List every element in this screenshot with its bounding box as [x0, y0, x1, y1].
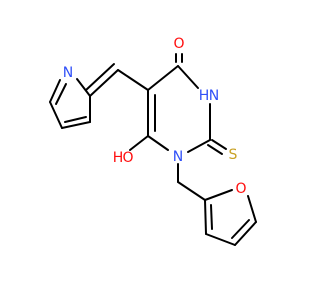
bond-ch2-furan — [177, 181, 206, 201]
atom-N3: N — [209, 88, 219, 104]
atom-S-thione: S — [229, 147, 238, 163]
bond-c4-c5 — [147, 65, 179, 91]
bond-n1-c6 — [147, 135, 169, 151]
atom-O-furan: O — [235, 181, 246, 197]
atom-N-pyrrole: N — [63, 65, 73, 81]
bond-furan-c5-c4 — [234, 221, 257, 246]
atom-N1: N — [173, 149, 183, 165]
bond-pyr-c4-c3-double — [64, 116, 87, 123]
bond-furan-c4-c3 — [205, 233, 236, 246]
bond-c2-s — [211, 139, 227, 150]
bond-c6-oh — [129, 135, 149, 151]
bond-pyr-c4-c3 — [61, 121, 91, 129]
bond-c2-s-double — [207, 144, 223, 155]
atom-H-on-N3: H — [199, 88, 210, 104]
bond-furan-c5-c4-double — [231, 219, 250, 239]
bond-furan-c3-c2 — [204, 199, 207, 235]
atom-H-hydroxy: H — [113, 150, 124, 166]
bonds — [49, 53, 257, 246]
bond-c5-ch — [117, 69, 149, 91]
atom-O-hydroxy: O — [122, 150, 133, 166]
bond-ch-pyrrole-double — [85, 63, 115, 91]
molecule-structure-diagram: O H N S N O H N O — [49, 36, 257, 246]
atom-labels: O H N S N O H N O — [63, 36, 247, 197]
bond-pyr-n-c5-double — [55, 83, 67, 105]
bond-pyr-c2-n — [76, 78, 91, 97]
bond-c4-n3 — [177, 65, 199, 89]
atom-O-carbonyl: O — [173, 36, 184, 52]
bond-furan-c3-c2-double — [210, 204, 213, 230]
bond-furan-o-c5 — [247, 195, 257, 223]
bond-ch-pyrrole — [89, 69, 119, 97]
bond-pyr-c5-c4 — [49, 101, 63, 129]
bond-c2-n1 — [187, 139, 211, 153]
bond-pyr-n-c5 — [49, 79, 61, 103]
bond-furan-c2-o — [204, 189, 233, 201]
